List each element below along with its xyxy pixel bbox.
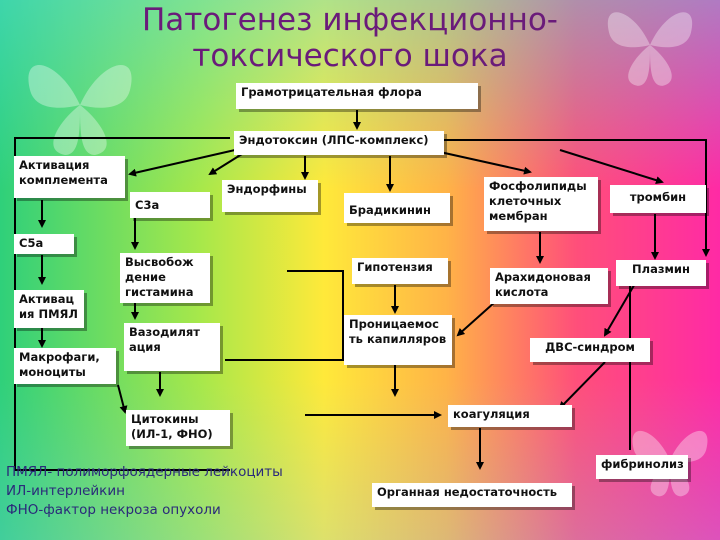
node-endorphins-label: Эндорфины [227, 182, 307, 196]
node-plasmin-label: Плазмин [632, 262, 690, 276]
node-phospholipids: Фосфолипиды клеточных мембран [484, 177, 598, 231]
node-thrombin-label: тромбин [629, 190, 687, 204]
node-permeability: Проницаемос ть капилляров [344, 315, 452, 365]
node-bradykinin: Брадикинин [344, 193, 450, 223]
node-c3a-label: С3а [135, 198, 160, 212]
node-thrombin: тромбин [610, 185, 706, 213]
title-line-1: Патогенез инфекционно- [142, 2, 558, 38]
node-endotoxin-label: Эндотоксин (ЛПС-комплекс) [239, 133, 429, 147]
node-cytokines: Цитокины (ИЛ-1, ФНО) [126, 410, 230, 446]
node-dic: ДВС-синдром [530, 338, 650, 362]
node-gram-flora: Грамотрицательная флора [236, 83, 478, 109]
node-gram-flora-label: Грамотрицательная флора [241, 85, 422, 99]
node-pmnl-activation: Активац ия ПМЯЛ [14, 290, 84, 328]
butterfly-decoration-bottom-right [632, 430, 708, 497]
node-macrophages: Макрофаги, моноциты [14, 348, 116, 384]
node-coagulation: коагуляция [448, 405, 572, 427]
node-permeability-label: Проницаемос ть капилляров [349, 317, 447, 346]
node-c5a: С5а [14, 234, 74, 254]
legend-line-3: ФНО-фактор некроза опухоли [6, 502, 221, 518]
node-endotoxin: Эндотоксин (ЛПС-комплекс) [234, 131, 444, 155]
legend: ПМЯЛ- полиморфоядерные лейкоциты ИЛ-инте… [6, 463, 283, 520]
node-fibrinolysis-label: фибринолиз [601, 457, 684, 471]
node-fibrinolysis: фибринолиз [596, 455, 688, 479]
node-cytokines-label: Цитокины (ИЛ-1, ФНО) [131, 412, 213, 441]
node-macrophages-label: Макрофаги, моноциты [19, 350, 100, 379]
node-bradykinin-label: Брадикинин [349, 203, 431, 217]
node-hypotension-label: Гипотензия [357, 260, 433, 274]
node-organ-failure: Органная недостаточность [372, 483, 572, 507]
node-arachidonic: Арахидоновая кислота [490, 268, 608, 304]
page-title: Патогенез инфекционно- токсического шока [100, 2, 600, 74]
node-pmnl-activation-label: Активац ия ПМЯЛ [19, 292, 78, 321]
node-plasmin: Плазмин [616, 260, 706, 286]
node-organ-failure-label: Органная недостаточность [377, 485, 558, 499]
title-line-2: токсического шока [192, 38, 508, 74]
node-phospholipids-label: Фосфолипиды клеточных мембран [489, 179, 587, 223]
node-vasodilation: Вазодилят ация [124, 323, 220, 371]
legend-line-2: ИЛ-интерлейкин [6, 483, 125, 499]
node-histamine-label: Высвобож дение гистамина [125, 255, 194, 299]
node-hypotension: Гипотензия [352, 258, 448, 284]
node-arachidonic-label: Арахидоновая кислота [495, 270, 591, 299]
node-vasodilation-label: Вазодилят ация [129, 325, 200, 354]
node-histamine: Высвобож дение гистамина [120, 253, 210, 303]
legend-line-1: ПМЯЛ- полиморфоядерные лейкоциты [6, 464, 283, 480]
node-complement-label: Активация комплемента [19, 158, 108, 187]
node-endorphins: Эндорфины [222, 180, 318, 212]
node-c3a: С3а [130, 192, 210, 218]
node-dic-label: ДВС-синдром [545, 340, 635, 354]
butterfly-decoration-left [28, 64, 132, 155]
butterfly-decoration-right [607, 12, 693, 86]
node-c5a-label: С5а [19, 236, 44, 250]
node-complement: Активация комплемента [14, 156, 125, 198]
node-coagulation-label: коагуляция [453, 407, 530, 421]
